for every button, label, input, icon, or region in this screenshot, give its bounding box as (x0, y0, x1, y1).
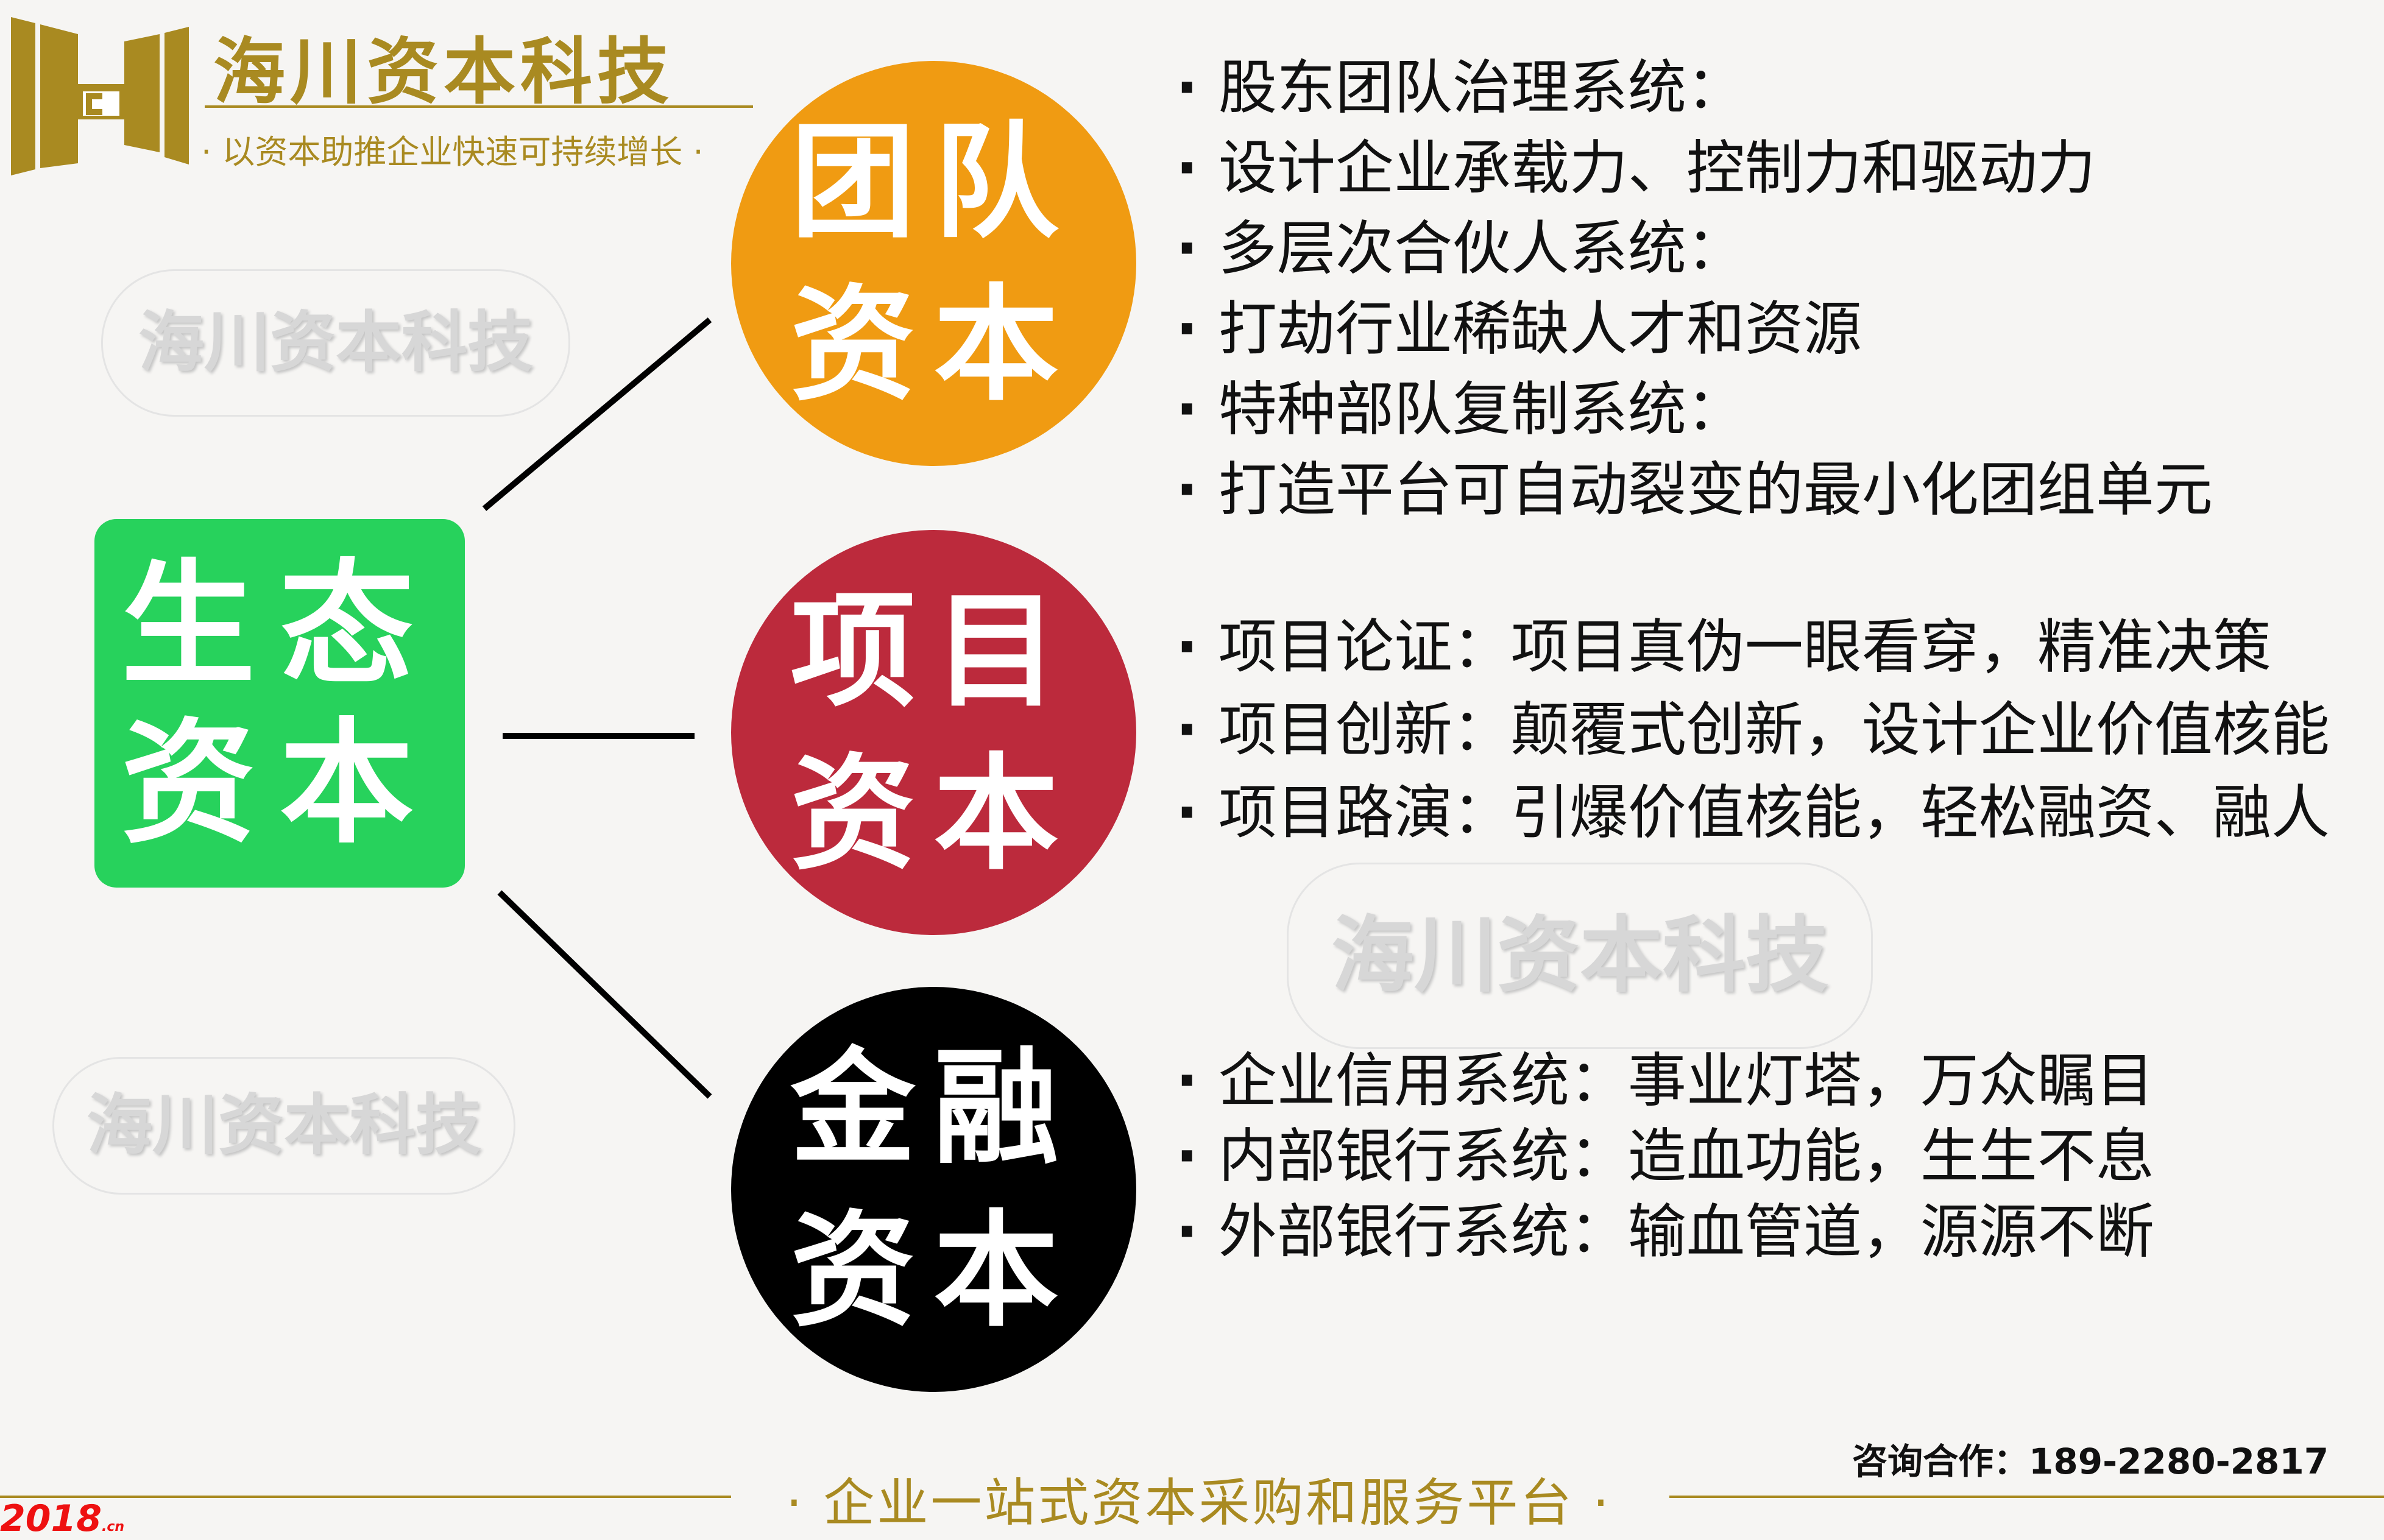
list-item: 外部银行系统：输血管道，源源不断 (1176, 1194, 2154, 1270)
connector-team (482, 317, 712, 511)
eco-capital-box (94, 519, 465, 888)
contact-info: 咨询合作：189-2280-2817 (1852, 1441, 2329, 1482)
list-item: 项目路演：引爆价值核能，轻松融资、融人 (1176, 771, 2330, 854)
brand-logo-icon (11, 17, 189, 175)
list-item: 设计企业承载力、控制力和驱动力 (1176, 128, 2213, 208)
project-capital-line1: 项目 (790, 578, 1077, 724)
list-item: 项目论证：项目真伪一眼看穿，精准决策 (1176, 606, 2330, 688)
project-capital-line2: 资本 (790, 740, 1077, 887)
corner-watermark-suffix: .cn (102, 1519, 125, 1535)
list-item: 多层次合伙人系统： (1176, 208, 2213, 289)
watermark: 海川资本科技 (52, 1057, 515, 1195)
corner-watermark-year: 2018 (0, 1497, 102, 1540)
finance-capital-line2: 资本 (790, 1197, 1077, 1344)
watermark: 海川资本科技 (1287, 863, 1873, 1049)
list-item: 项目创新：颠覆式创新，设计企业价值核能 (1176, 688, 2330, 771)
team-capital-line1: 团队 (790, 109, 1077, 255)
project-capital-circle: 项目 资本 (731, 530, 1136, 935)
list-item: 股东团队治理系统： (1176, 48, 2213, 128)
team-capital-circle: 团队 资本 (731, 61, 1136, 466)
footer-divider-left (0, 1496, 731, 1498)
footer-tagline: · 企业一站式资本采购和服务平台 · (786, 1473, 1611, 1533)
eco-capital-line1: 生态 (121, 545, 438, 703)
team-capital-line2: 资本 (790, 271, 1077, 418)
list-item: 内部银行系统：造血功能，生生不息 (1176, 1118, 2154, 1194)
brand-divider (205, 105, 753, 108)
corner-watermark: 2018.cn (0, 1497, 124, 1540)
list-item: 特种部队复制系统： (1176, 369, 2213, 450)
eco-capital-label: 生态 资本 (94, 519, 465, 888)
list-item: 打劫行业稀缺人才和资源 (1176, 289, 2213, 369)
project-capital-list: 项目论证：项目真伪一眼看穿，精准决策 项目创新：颠覆式创新，设计企业价值核能 项… (1176, 606, 2330, 854)
brand-slogan: · 以资本助推企业快速可持续增长 · (201, 133, 704, 171)
list-item: 企业信用系统：事业灯塔，万众瞩目 (1176, 1043, 2154, 1118)
footer-divider-right (1669, 1496, 2384, 1498)
brand-name: 海川资本科技 (213, 29, 674, 114)
eco-capital-line2: 资本 (121, 703, 438, 861)
finance-capital-list: 企业信用系统：事业灯塔，万众瞩目 内部银行系统：造血功能，生生不息 外部银行系统… (1176, 1043, 2154, 1270)
list-item: 打造平台可自动裂变的最小化团组单元 (1176, 450, 2213, 530)
watermark: 海川资本科技 (101, 269, 570, 417)
team-capital-list: 股东团队治理系统： 设计企业承载力、控制力和驱动力 多层次合伙人系统： 打劫行业… (1176, 48, 2213, 530)
connector-finance (497, 890, 712, 1099)
finance-capital-line1: 金融 (790, 1035, 1077, 1181)
finance-capital-circle: 金融 资本 (731, 987, 1136, 1392)
